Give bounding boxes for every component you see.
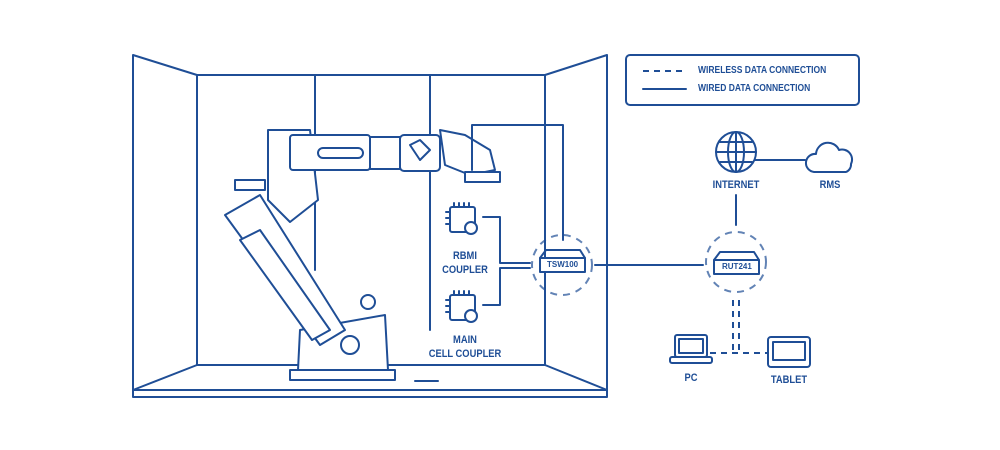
rbmi-coupler-label: RBMI COUPLER — [435, 249, 495, 277]
wireless-connections — [710, 300, 768, 354]
tablet-label: TABLET — [770, 374, 808, 386]
cloud-icon — [805, 141, 854, 173]
rbmi-line2: COUPLER — [442, 264, 488, 276]
legend-wireless-label: WIRELESS DATA CONNECTION — [698, 65, 827, 76]
wired-connections — [471, 124, 806, 306]
switch-icon — [531, 234, 593, 296]
internet-label: INTERNET — [712, 179, 760, 191]
legend-box — [625, 54, 860, 106]
globe-icon — [715, 131, 757, 173]
chip-icon — [445, 290, 478, 323]
robot-arm — [224, 129, 501, 381]
legend-wired-label: WIRED DATA CONNECTION — [698, 83, 811, 94]
switch-label: TSW100 — [547, 260, 579, 269]
laptop-icon — [669, 334, 713, 364]
pc-label: PC — [684, 372, 698, 384]
main-line2: CELL COUPLER — [428, 348, 502, 360]
tablet-icon — [767, 336, 811, 368]
chip-icon — [445, 202, 478, 235]
rms-label: RMS — [819, 179, 841, 191]
main-cell-coupler-label: MAIN CELL COUPLER — [427, 333, 504, 361]
router-icon — [705, 231, 767, 293]
rbmi-line1: RBMI — [453, 250, 477, 262]
main-line1: MAIN — [453, 334, 477, 346]
router-label: RUT241 — [722, 262, 752, 271]
